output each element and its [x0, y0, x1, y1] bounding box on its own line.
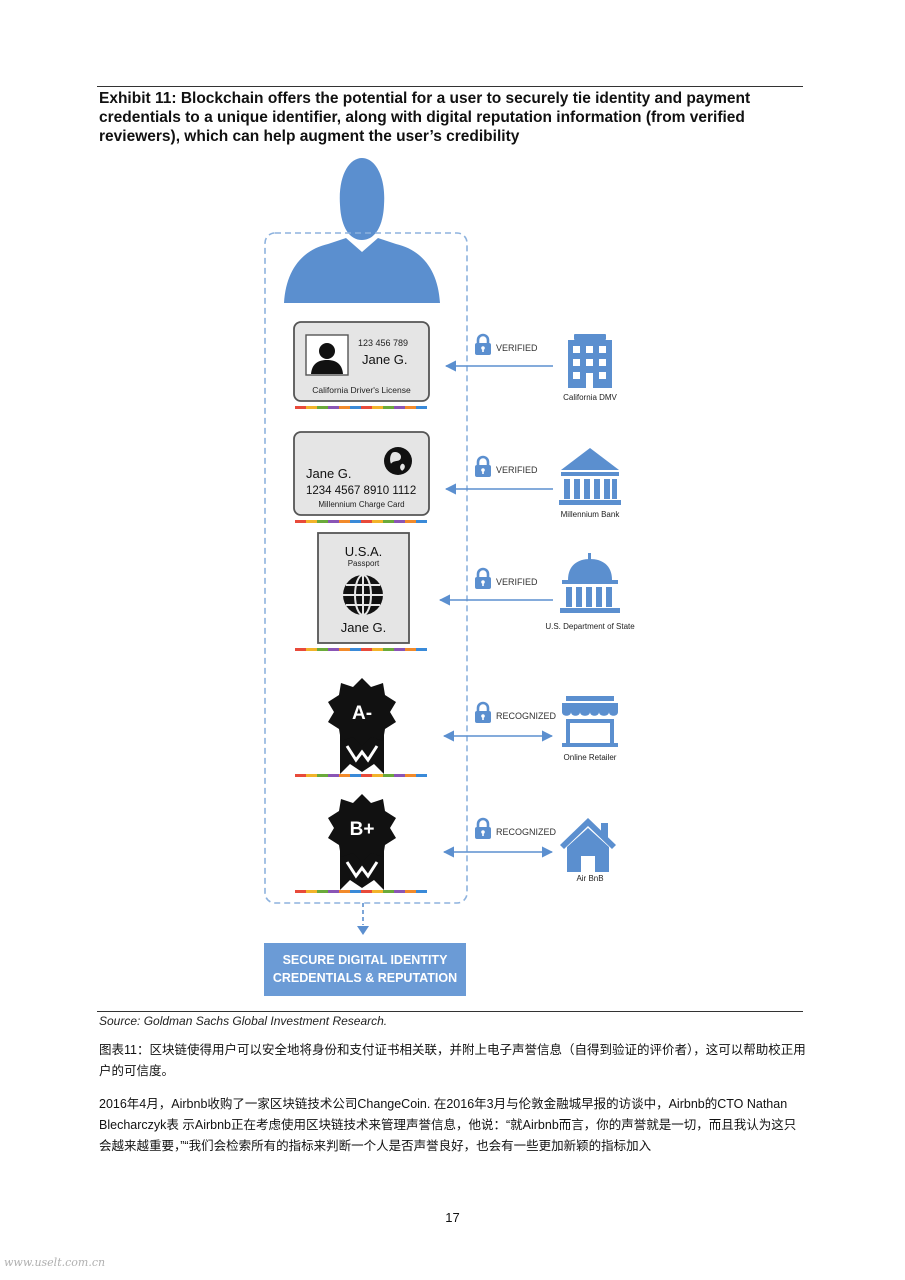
storefront-icon [562, 696, 618, 747]
rating-a-grade: A- [352, 703, 372, 724]
house-icon [560, 818, 616, 872]
figure-caption: 图表11：区块链使得用户可以安全地将身份和支付证书相关联，并附上电子声誉信息（自… [99, 1043, 806, 1078]
body-paragraph: 2016年4月，Airbnb收购了一家区块链技术公司ChangeCoin. 在2… [99, 1097, 797, 1153]
top-rule [97, 86, 803, 87]
exhibit-title: Exhibit 11: Blockchain offers the potent… [99, 90, 751, 145]
rating-a-status: RECOGNIZED [496, 711, 557, 721]
identity-diagram: 123 456 789 Jane G. California Driver's … [264, 158, 635, 996]
charge-card-number: 1234 4567 8910 1112 [306, 485, 416, 497]
lock-icon [473, 567, 493, 591]
person-photo-icon [305, 334, 349, 376]
rating-b-issuer: Air BnB [576, 874, 603, 883]
bank-icon [559, 448, 621, 505]
result-line-1: SECURE DIGITAL IDENTITY [283, 953, 448, 967]
drivers-license-card: 123 456 789 Jane G. California Driver's … [293, 321, 430, 402]
rating-badge-b-icon: B+ [326, 792, 398, 892]
rating-b-status: RECOGNIZED [496, 827, 557, 837]
lock-icon [473, 701, 493, 725]
charge-card-name: Jane G. [306, 466, 352, 481]
rating-a-issuer: Online Retailer [564, 753, 617, 762]
user-silhouette-icon [284, 158, 440, 303]
license-name: Jane G. [362, 352, 408, 367]
license-type: California Driver's License [312, 385, 411, 395]
rating-badge-a-icon: A- [326, 676, 398, 776]
charge-card-status: VERIFIED [496, 465, 538, 475]
secure-identity-result: SECURE DIGITAL IDENTITY CREDENTIALS & RE… [264, 943, 466, 996]
bottom-rule [97, 1011, 803, 1012]
license-number: 123 456 789 [358, 338, 408, 348]
lock-icon [473, 333, 493, 357]
license-status: VERIFIED [496, 343, 538, 353]
office-building-icon [568, 334, 612, 388]
passport: U.S.A. Passport Jane G. [317, 532, 410, 644]
passport-label: Passport [348, 559, 380, 568]
down-arrow-icon [357, 926, 369, 935]
rating-b-grade: B+ [350, 819, 375, 840]
charge-card-issuer: Millennium Bank [561, 510, 621, 519]
passport-globe-icon [342, 574, 384, 616]
lock-icon [473, 817, 493, 841]
passport-issuer: U.S. Department of State [545, 622, 635, 631]
page-number: 17 [445, 1210, 460, 1225]
passport-country: U.S.A. [345, 544, 383, 559]
source-note: Source: Goldman Sachs Global Investment … [99, 1014, 388, 1028]
charge-card: Jane G. 1234 4567 8910 1112 Millennium C… [293, 431, 430, 516]
result-line-2: CREDENTIALS & REPUTATION [273, 971, 457, 985]
globe-icon [384, 447, 412, 475]
license-issuer: California DMV [563, 393, 617, 402]
passport-status: VERIFIED [496, 577, 538, 587]
lock-icon [473, 455, 493, 479]
identity-container [264, 232, 468, 904]
watermark: www.uselt.com.cn [4, 1256, 106, 1269]
capitol-building-icon [560, 553, 620, 613]
charge-card-type: Millennium Charge Card [318, 500, 404, 509]
passport-name: Jane G. [341, 620, 387, 635]
